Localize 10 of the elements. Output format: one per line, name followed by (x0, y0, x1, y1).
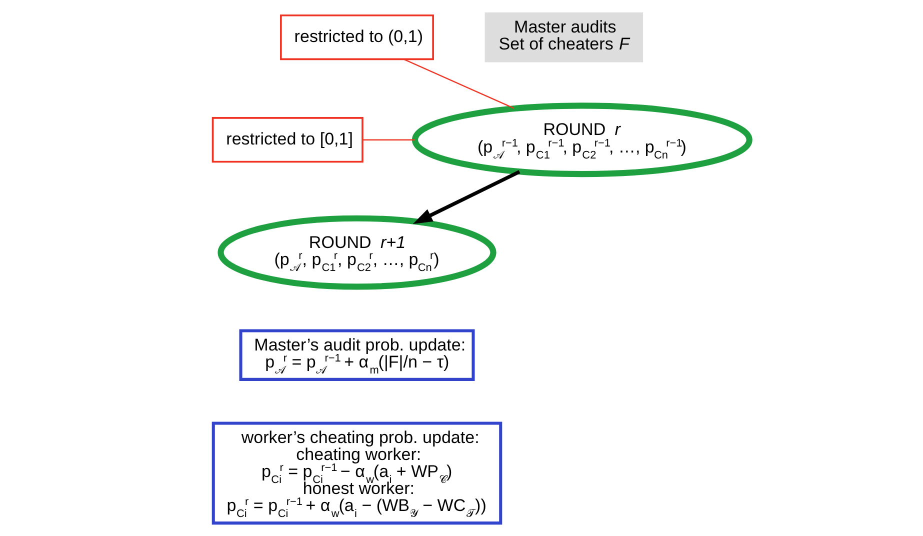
node-box: restricted to [0,1] (212, 117, 364, 163)
node-box: worker’s cheating prob. update: cheating worker: p$_{Ci}$$^{r}$ = p$_{Ci}$$^{r−1}$ − α$_{w}$(a$_{i}$ + WP$_{𝒞}$) honest worker: p$_{Ci}$$^{r}$ = p$_{Ci}$$^{r−1}$ + α$_{w}$(a$_{i}$ − (WB$_{𝒴}$ − WC$_{𝒯}$)) (212, 422, 502, 525)
arrow (412, 170, 520, 224)
node-ellipse: ROUND r (p$_{𝒜}$$^{r−1}$, p$_{C1}$$^{r−1}$, p$_{C2}$$^{r−1}$, …, p$_{Cn}$$^{r−1}$) (412, 102, 752, 178)
connector (362, 139, 415, 140)
node-box: restricted to (0,1) (280, 14, 434, 60)
node-ellipse: ROUND r+1 (p$_{𝒜}$$^{r}$, p$_{C1}$$^{r}$, p$_{C2}$$^{r}$, …, p$_{Cn}$$^{r}$) (218, 215, 496, 290)
node-box: Master audits Set of cheaters F (484, 12, 644, 62)
connector (403, 58, 514, 109)
node-box: Master’s audit prob. update: p$_{𝒜}$$^{r}$ = p$_{𝒜}$$^{r−1}$ + α$_{m}$(|F|/n − τ) (239, 329, 475, 381)
